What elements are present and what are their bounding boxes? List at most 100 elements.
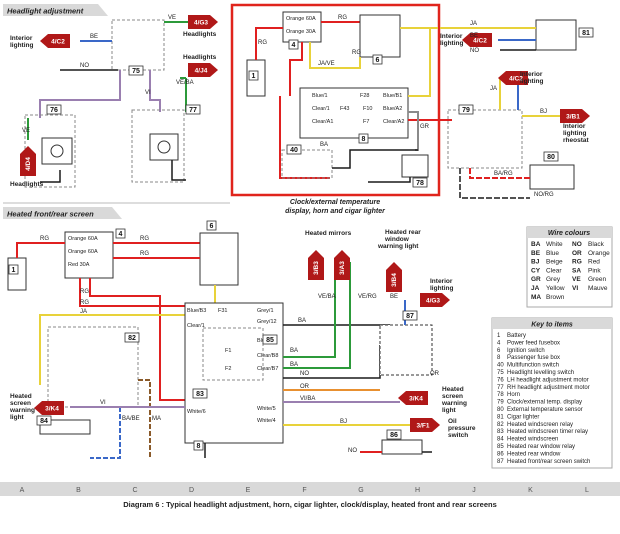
connector-c-3K4-b: 3/K4 [34,401,64,415]
key-item-description: Heated windscreen [507,437,558,443]
wire-tag-w-no4: NO [348,448,357,454]
connector-c-3A3: 3/A3 [334,250,350,280]
wire-tag-w-vi1: VI [145,90,151,96]
key-item-number: 4 [497,340,501,346]
connector-arrow-icon [386,262,402,292]
label-interior-lighting-4b: lighting [430,285,453,292]
fuse-label-grey12: Grey/12 [257,319,277,325]
switch-75-box [111,19,165,71]
wire-tag-w-ba-rg: BA/RG [494,171,513,177]
label-interior-lighting-4: Interior [430,278,453,285]
wire-tag-w-ba-be: BA/BE [122,416,140,422]
wire-tag-w-ja-ve: JA/VE [318,61,335,67]
component-number-text: 1 [12,267,16,274]
key-item-number: 75 [497,370,504,376]
component-number-frame [578,27,594,38]
key-item-number: 79 [497,400,504,406]
component-number-text: 75 [132,68,140,75]
label-hs-warn-l-3: warning [9,407,35,414]
component-number-n78: 78 [412,177,428,188]
fuse-label-orange60-a: Orange 60A [286,16,316,22]
key-item-description: LH headlight adjustment motor [507,377,589,383]
component-number-frame [386,429,402,440]
label-hs-warn-l-4: light [10,414,25,421]
wire-gr [408,111,419,151]
wire-colour-cell: BA [531,241,541,248]
key-item-number: 85 [497,444,504,450]
wire-colour-cell: White [546,241,563,248]
grid-letter: G [358,487,363,494]
wire-tag-w-rg3: RG [352,50,361,56]
fuse-label-blue-b1: Blue/B1 [383,93,402,99]
wire-tag-w-ma: MA [152,416,161,422]
label-interior-lighting-1: Interior [10,35,33,42]
key-item-number: 8 [497,355,501,361]
component-number-text: 79 [462,107,470,114]
wire-ja-ve [309,42,361,69]
key-title: Key to items [531,322,573,329]
wire-tag-w-ja3: JA [80,309,87,315]
component-number-n8a: 8 [358,133,369,144]
fuse-label-f10: F10 [363,106,372,112]
component-number-text: 78 [416,180,424,187]
fuse-label-f31: F31 [218,308,227,314]
connector-arrow-icon [308,250,324,280]
component-number-text: 85 [266,337,274,344]
wire-tag-w-no2: NO [470,48,479,54]
component-number-frame [458,104,474,115]
wire-colour-cell: CY [531,267,541,274]
wire-colour-cell: Orange [588,250,610,257]
key-item-description: Ignition switch [507,348,545,354]
switch-87 [379,324,433,376]
connector-arrow-icon [20,146,36,176]
fuse-label-f1: F1 [225,348,231,354]
component-number-text: 84 [40,418,48,425]
key-item-description: Headlight levelling switch [507,370,574,376]
label-oil-3: switch [448,432,468,439]
connector-arrow-icon [34,401,64,415]
wire-tag-w-or2: OR [430,371,440,377]
grid-letter: H [415,487,420,494]
wire-tag-w-bj2: BJ [340,419,347,425]
wire-no-rg [459,168,530,199]
key-item-description: Power feed fusebox [507,340,560,346]
key-item-number: 80 [497,407,504,413]
connector-c-3B3: 3/B3 [308,250,324,280]
wire-colour-cell: NO [572,241,582,248]
heated-screen-wiring [7,231,433,459]
fuse-label-f7: F7 [363,119,369,125]
wire-tag-w-vi-ba: VI/BA [300,396,315,402]
fuse-label-orange60-c: Orange 60A [68,249,98,255]
key-item-number: 78 [497,392,504,398]
wire-colour-cell: RG [572,259,582,266]
component-number-text: 40 [290,147,298,154]
wire-colour-cell: Clear [546,267,562,274]
wire-ve-rg [283,262,351,369]
fuse-label-grey1: Grey/1 [257,308,274,314]
wire-colour-cell: Mauve [588,285,608,292]
connector-label: 3/B3 [313,261,320,275]
ignition-switch-6-bottom [199,232,239,286]
connector-arrow-icon [410,418,440,432]
label-interior-lighting-1b: lighting [10,42,33,49]
key-item-number: 40 [497,363,504,369]
wire-tag-w-or: OR [300,384,310,390]
connector-arrow-icon [334,250,350,280]
connector-label: 4/C2 [509,76,523,83]
horn-78 [401,154,429,178]
component-number-text: 87 [406,313,414,320]
label-hs-warn-2: screen [442,393,463,400]
wire-no-ground-77 [171,160,186,181]
component-number-text: 86 [390,432,398,439]
key-item-description: Cigar lighter [507,414,539,420]
component-number-frame [128,65,144,76]
wire-colour-cell: VE [572,276,581,283]
connector-label: 4/C2 [473,38,487,45]
wire-tag-w-no1: NO [80,63,89,69]
component-number-text: 1 [252,73,256,80]
wire-colours-title: Wire colours [548,230,590,237]
motor-77-box [131,109,185,183]
